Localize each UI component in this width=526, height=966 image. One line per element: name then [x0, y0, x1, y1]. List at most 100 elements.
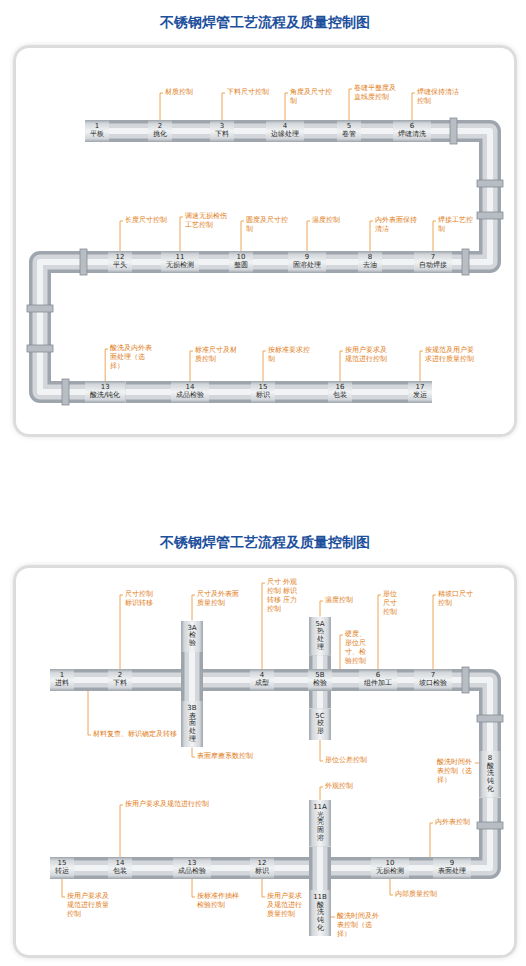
control-callout: 材质控制	[165, 88, 211, 97]
control-callout: 圆度及尺寸控制	[246, 216, 290, 234]
step-number: 8	[488, 755, 492, 763]
pipe-step: 14成品检验	[171, 381, 209, 403]
leader-line	[192, 595, 195, 621]
pipe-stroke	[275, 389, 328, 395]
pipe-step: 5卷管	[337, 120, 361, 142]
pipe-stroke	[309, 655, 331, 669]
pipe-stroke	[211, 861, 250, 876]
pipe-step: 3下料	[210, 120, 234, 142]
step-number: 3B	[187, 705, 196, 713]
step-name: 检验	[313, 680, 327, 688]
pipe-step: 2挑化	[148, 120, 172, 142]
step-name: 成型	[255, 680, 269, 688]
pipe-step: 7坡口检验	[414, 669, 452, 691]
pipe-stroke	[397, 669, 414, 691]
step-number: 2	[118, 672, 122, 680]
leader-line	[180, 217, 183, 251]
step-number: 12	[258, 860, 267, 868]
step-name: 固溶处理	[293, 262, 321, 270]
pipe-stroke	[199, 251, 229, 273]
pipe-step: 8酸洗钝化	[479, 751, 501, 797]
leader-line	[340, 635, 343, 669]
pipe-stroke	[172, 124, 210, 139]
pipe-stroke	[40, 262, 108, 392]
step-name: 转运	[55, 868, 69, 876]
pipe-stroke	[199, 255, 229, 270]
step-number: 4	[283, 123, 287, 131]
pipe-step: 3A检验	[181, 621, 203, 652]
control-callout: 内部质量控制	[395, 890, 445, 899]
step-number: 5	[347, 123, 351, 131]
control-callout: 尺寸及外表面质量控制	[197, 590, 241, 608]
pipe-stroke	[397, 673, 414, 688]
pipe-stroke	[40, 262, 108, 392]
control-callout: 焊接工艺控制	[438, 216, 476, 234]
pipe-stroke	[326, 259, 358, 265]
pipe-connector	[253, 262, 288, 263]
leader-line	[331, 917, 335, 918]
pipe-stroke	[125, 381, 171, 403]
leader-line	[430, 823, 433, 857]
leader-line	[433, 221, 436, 251]
pipe-coupling	[477, 822, 503, 829]
pipe-stroke	[74, 865, 108, 871]
step-name: 酸洗钝化	[317, 902, 324, 933]
pipe-connector	[74, 868, 108, 869]
step-name: 坡口检验	[419, 680, 447, 688]
pipe-step: 5A热处理	[309, 617, 331, 656]
pipe-step: 9表面处理	[433, 857, 471, 879]
pipe-step: 4边缘处理	[266, 120, 304, 142]
pipe-stroke	[132, 259, 161, 265]
pipe-step: 1平板	[85, 120, 109, 142]
pipe-stroke	[132, 251, 161, 273]
pipe-stroke	[326, 251, 358, 273]
step-number: 13	[101, 384, 110, 392]
step-name: 标识	[255, 868, 269, 876]
step-number: 5A	[315, 621, 324, 629]
pipe-stroke	[361, 124, 393, 139]
pipe-coupling	[80, 249, 87, 275]
pipe-stroke	[431, 131, 490, 262]
pipe-stroke	[74, 677, 108, 683]
pipe-stroke	[313, 846, 328, 890]
pipe-stroke	[332, 673, 359, 688]
pipe-stroke	[132, 857, 173, 879]
step-number: 3	[220, 123, 224, 131]
pipe-connector	[199, 262, 229, 263]
step-number: 5C	[315, 713, 324, 721]
pipe-connector	[74, 680, 108, 681]
pipe-stroke	[253, 255, 288, 270]
control-callout: 酸洗时间及外表控制（选择）	[337, 912, 381, 939]
pipe-coupling	[27, 345, 53, 352]
pipe-stroke	[332, 669, 359, 691]
control-callout: 调速无损检伤工艺控制	[185, 212, 229, 230]
control-callout: 酸洗及内外表面处理（选择）	[110, 344, 154, 371]
pipe-stroke	[309, 846, 331, 890]
step-number: 2	[158, 123, 162, 131]
leader-line	[340, 351, 343, 381]
step-name: 无损检测	[376, 868, 404, 876]
pipe-step: 10无损检测	[371, 857, 409, 879]
control-callout: 形位尺寸控制	[383, 590, 399, 617]
control-callout: 按用户要求及规范进行质量控制	[67, 892, 111, 919]
step-name: 去油	[363, 262, 377, 270]
pipe-stroke	[109, 128, 148, 134]
pipe-connector	[471, 797, 490, 868]
step-name: 表面处理	[189, 713, 196, 744]
pipe-stroke	[275, 385, 328, 400]
pipe-stroke	[304, 124, 337, 139]
step-number: 11B	[313, 894, 327, 902]
pipe-stroke	[382, 255, 414, 270]
pipe-connector	[211, 868, 250, 869]
pipe-connector	[132, 868, 173, 869]
step-number: 1	[60, 672, 64, 680]
pipe-stroke	[132, 255, 161, 270]
step-number: 9	[305, 254, 309, 262]
pipe-stroke	[74, 673, 108, 688]
pipe-stroke	[317, 655, 323, 669]
pipe-stroke	[109, 120, 148, 142]
control-callout: 内外表控制	[435, 818, 477, 827]
pipe-stroke	[304, 120, 337, 142]
step-name: 校形	[317, 720, 324, 735]
step-name: 组件加工	[364, 680, 392, 688]
